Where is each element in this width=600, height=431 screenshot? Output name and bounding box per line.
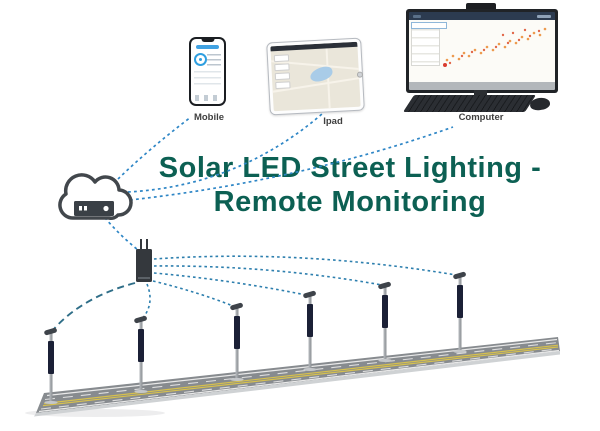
server-led-2 (84, 206, 87, 211)
street-light-2 (132, 315, 150, 393)
street-light-3 (228, 302, 246, 381)
lane-dash-near (40, 348, 560, 410)
page-title: Solar LED Street Lighting - Remote Monit… (100, 151, 600, 219)
road-edge-line-far (46, 338, 558, 397)
solar-panel (234, 316, 240, 349)
list-rows (194, 71, 221, 87)
stats-grid (207, 54, 221, 66)
cloud-server-icon (58, 173, 133, 220)
gateway-body (136, 249, 152, 282)
map-side-panel (273, 54, 291, 91)
connection-gateway-light3 (152, 280, 234, 307)
connection-cloud-computer (129, 126, 454, 201)
street-light-4 (301, 290, 319, 371)
antenna-icon (140, 239, 142, 251)
dashboard-side-panel (411, 22, 440, 66)
map-markers (443, 27, 547, 67)
center-line-yellow-2 (42, 346, 559, 407)
pole-base (134, 390, 148, 393)
webcam-icon (466, 3, 496, 11)
pole-base (453, 350, 467, 353)
solar-panel (457, 285, 463, 318)
server-led-1 (79, 206, 82, 211)
connection-gateway-light4 (153, 272, 307, 296)
connection-cloud-mobile (117, 116, 192, 180)
connection-gateway-light5 (153, 265, 383, 286)
lane-dash-far (44, 341, 559, 401)
pole-base (303, 368, 317, 371)
connection-gateway-light1 (52, 282, 136, 331)
gateway-device (134, 239, 156, 283)
connection-cloud-gateway (100, 212, 139, 251)
tablet-screen (270, 41, 361, 112)
title-line-2: Remote Monitoring (213, 186, 487, 218)
monitor-screen (409, 12, 555, 90)
dashboard-search-bar (411, 22, 447, 29)
home-button (356, 71, 364, 78)
solar-panel (48, 341, 54, 374)
ipad-label: Ipad (323, 116, 343, 127)
solar-panel (307, 304, 313, 337)
center-line-yellow-1 (43, 344, 559, 405)
alert-marker (443, 63, 447, 67)
phone-screen (191, 39, 224, 104)
phone-notch (201, 39, 214, 42)
ipad-illustration (266, 37, 365, 116)
tablet-toolbar (270, 41, 358, 52)
pole-base (378, 359, 392, 362)
keyboard-illustration (403, 95, 537, 112)
bottom-icons (195, 95, 220, 101)
mobile-label: Mobile (193, 112, 225, 123)
monitor-illustration (406, 9, 558, 93)
title-line-1: Solar LED Street Lighting - (158, 152, 542, 184)
solar-panel (382, 295, 388, 328)
server-knob (103, 205, 109, 212)
road-edge-line-near (38, 349, 560, 413)
street-light-1 (42, 327, 60, 404)
mobile-phone-illustration (189, 37, 226, 106)
connection-gateway-light2 (141, 283, 151, 320)
street-light-5 (376, 281, 394, 362)
street-light-6 (451, 271, 469, 353)
dashboard-topbar (409, 12, 555, 20)
monitor-chin (409, 82, 555, 90)
gauge-icon (194, 53, 207, 66)
computer-label: Computer (458, 112, 504, 123)
connection-cloud-ipad (127, 113, 323, 193)
pole-base (230, 378, 244, 381)
pole-base (44, 401, 58, 404)
antenna-icon (146, 239, 148, 251)
server-icon (74, 201, 114, 216)
solar-panel (138, 329, 144, 362)
app-header-bar (196, 45, 219, 49)
dashboard-map (409, 20, 555, 82)
connection-gateway-light6 (153, 255, 457, 276)
road-side-face (34, 351, 560, 417)
